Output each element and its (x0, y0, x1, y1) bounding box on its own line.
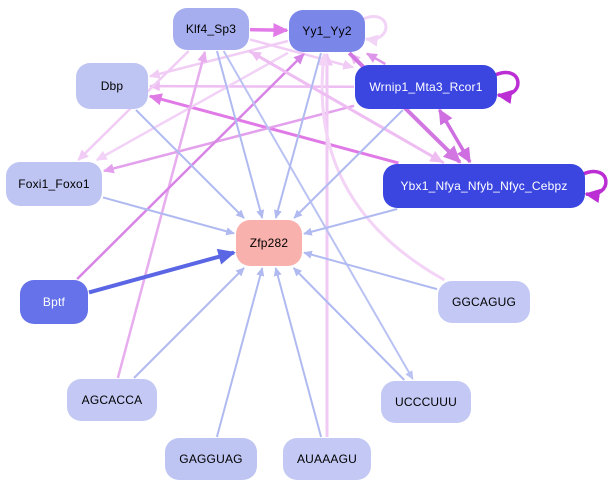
edge-gagguag-zfp282 (215, 267, 265, 438)
self-loop-yy1 (362, 15, 388, 47)
edge-ucccuuu-zfp282 (292, 267, 405, 381)
node-shape[interactable] (165, 438, 257, 480)
node-klf4[interactable]: Klf4_Sp3 (173, 8, 249, 50)
node-bptf[interactable]: Bptf (20, 280, 88, 324)
edge-wrnip1-dbp (148, 81, 355, 92)
node-label: Yy1_Yy2 (302, 24, 352, 38)
self-loop-ybx1 (582, 170, 608, 203)
node-label: UCCCUUU (395, 395, 457, 409)
edge-agcacca-zfp282 (133, 267, 245, 379)
node-label: Dbp (101, 79, 124, 93)
edge-yy1-zfp282 (273, 52, 322, 219)
node-shape[interactable] (173, 8, 249, 50)
edge-wrnip1-yy1 (365, 52, 386, 66)
node-shape[interactable] (20, 280, 88, 324)
node-label: Ybx1_Nfya_Nfyb_Nfyc_Cebpz (400, 179, 567, 193)
node-label: GGCAGUG (452, 295, 516, 309)
node-shape[interactable] (6, 162, 102, 206)
node-ybx1[interactable]: Ybx1_Nfya_Nfyb_Nfyc_Cebpz (383, 164, 585, 208)
node-shape[interactable] (381, 381, 471, 423)
edge-wrnip1-foxi1 (102, 104, 355, 174)
node-label: Klf4_Sp3 (186, 22, 236, 36)
node-label: Wrnip1_Mta3_Rcor1 (369, 80, 482, 94)
edge-wrnip1-zfp282 (293, 109, 404, 219)
node-label: Zfp282 (250, 236, 289, 250)
edge-foxi1-zfp282 (102, 196, 235, 236)
node-wrnip1[interactable]: Wrnip1_Mta3_Rcor1 (355, 65, 497, 109)
node-gagguag[interactable]: GAGGUAG (165, 438, 257, 480)
node-shape[interactable] (289, 10, 365, 52)
node-label: GAGGUAG (179, 452, 242, 466)
node-shape[interactable] (76, 63, 148, 109)
node-foxi1[interactable]: Foxi1_Foxo1 (6, 162, 102, 206)
edge-ybx1-zfp282 (303, 208, 398, 236)
node-shape[interactable] (283, 438, 371, 480)
edge-klf4-ucccuuu (222, 50, 414, 380)
node-agcacca[interactable]: AGCACCA (67, 379, 157, 421)
edge-bptf-zfp282 (88, 248, 236, 295)
node-shape[interactable] (438, 281, 530, 323)
node-ggcagug[interactable]: GGCAGUG (438, 281, 530, 323)
node-shape[interactable] (383, 164, 585, 208)
edge-ggcagug-zfp282 (303, 250, 438, 291)
self-loop-wrnip1 (494, 71, 520, 104)
edge-bptf-yy1 (76, 53, 305, 280)
edge-klf4-zfp282 (215, 50, 265, 219)
node-label: AGCACCA (82, 393, 143, 407)
edge-dbp-zfp282 (135, 109, 245, 219)
node-yy1[interactable]: Yy1_Yy2 (289, 10, 365, 52)
node-label: AUAAAGU (297, 452, 357, 466)
node-ucccuuu[interactable]: UCCCUUU (381, 381, 471, 423)
node-dbp[interactable]: Dbp (76, 63, 148, 109)
node-zfp282[interactable]: Zfp282 (236, 220, 302, 266)
edge-agcacca-klf4 (116, 50, 208, 379)
edge-wrnip1-ybx1 (437, 108, 472, 164)
edge-klf4-yy1 (249, 22, 289, 38)
node-auaaagu[interactable]: AUAAAGU (283, 438, 371, 480)
node-shape[interactable] (236, 220, 302, 266)
edge-auaaagu-zfp282 (273, 267, 323, 438)
edge-klf4-ybx1 (248, 49, 444, 164)
edge-yy1-foxi1 (95, 51, 289, 162)
edges-layer (76, 15, 608, 438)
node-shape[interactable] (67, 379, 157, 421)
node-label: Bptf (43, 295, 66, 309)
node-label: Foxi1_Foxo1 (18, 177, 90, 191)
node-shape[interactable] (355, 65, 497, 109)
